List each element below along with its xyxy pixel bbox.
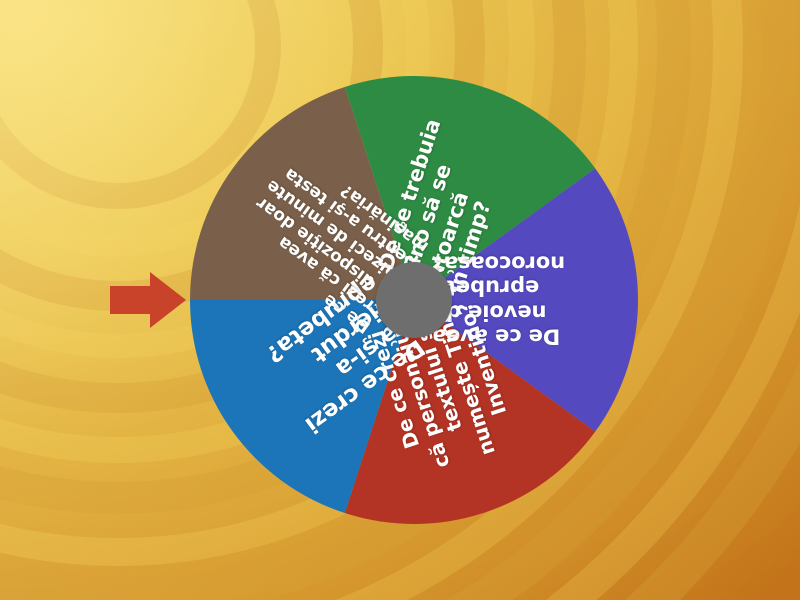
wheel-hub[interactable] — [376, 262, 452, 338]
segment-green[interactable] — [344, 76, 596, 300]
spinner-wheel[interactable]: De ce trebuia Tino să se întoarcă în tim… — [184, 72, 644, 532]
wheel-pointer — [110, 270, 186, 330]
segment-brown[interactable] — [190, 86, 414, 301]
segment-purple[interactable] — [414, 168, 638, 432]
arrow-right-icon — [110, 272, 186, 328]
wheel-segments[interactable] — [190, 76, 638, 524]
segment-blue[interactable] — [190, 300, 414, 514]
segment-red[interactable] — [344, 300, 596, 524]
